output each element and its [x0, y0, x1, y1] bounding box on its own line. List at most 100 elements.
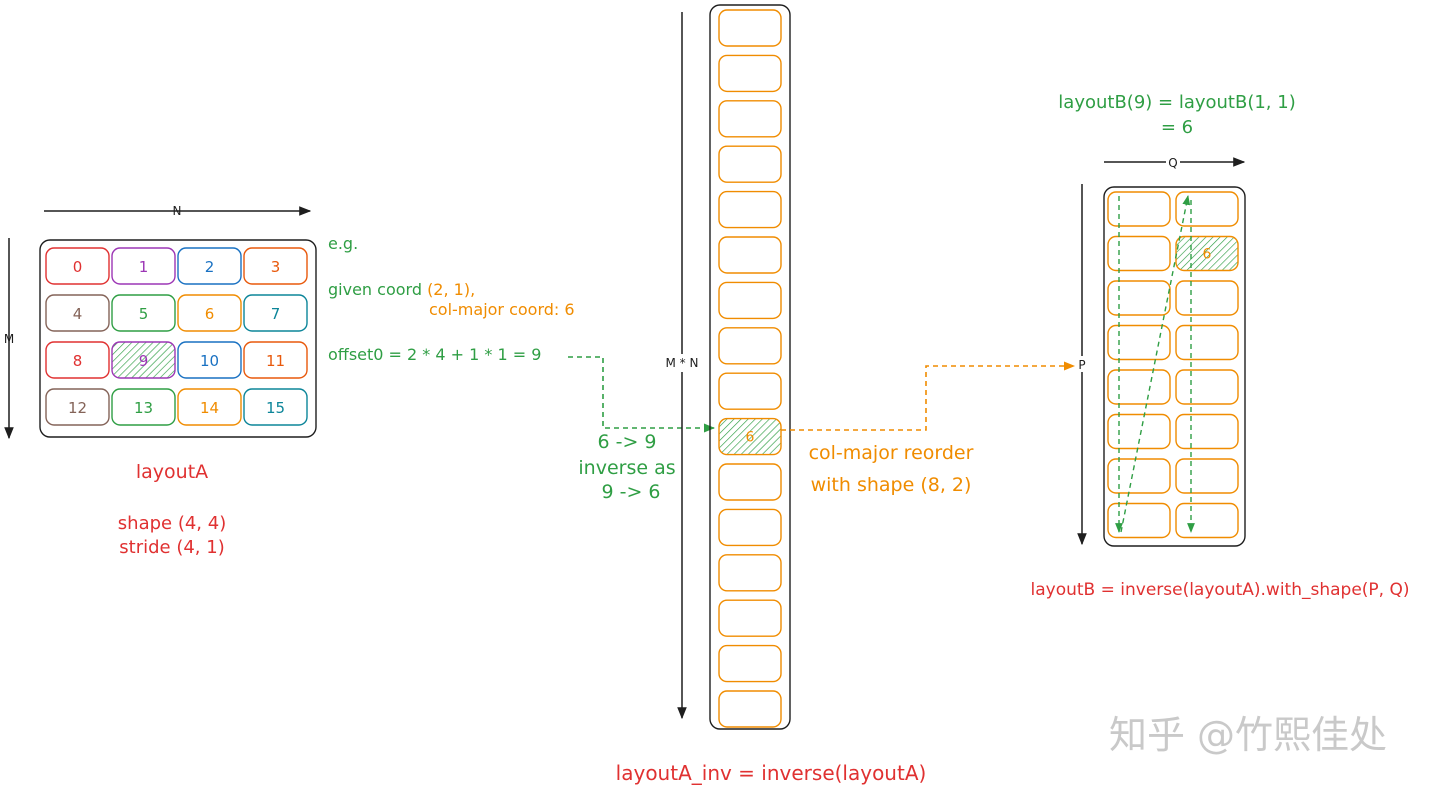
- layoutA-inv-cell-hatch: [719, 418, 781, 455]
- example-col-major: col-major coord: 6: [429, 300, 575, 319]
- layoutA-inv-cell-box: [718, 190, 782, 229]
- layoutA-cell-box: [243, 388, 308, 426]
- layoutA-cell-label: 15: [266, 399, 285, 417]
- layoutA-inv-cell-box: [718, 100, 782, 138]
- layoutA-cell-label: 11: [266, 352, 285, 370]
- layoutA-cell-label: 0: [73, 258, 83, 276]
- layoutB-cell-box: [1107, 458, 1171, 494]
- layoutA-inv-cell: [718, 599, 782, 637]
- layoutA-cell-box: [45, 247, 110, 285]
- layoutA-inv-cell: 6: [718, 417, 782, 456]
- layoutA-cell-label: 1: [139, 258, 149, 276]
- layoutA-inv-cell-box: [718, 417, 782, 456]
- layoutB-cell-box: [1107, 502, 1171, 539]
- layoutA-inv-cell: [718, 644, 782, 683]
- layoutB-cell: [1107, 191, 1171, 227]
- layoutA-title: layoutA: [136, 461, 208, 483]
- layoutB-p-label: P: [1078, 358, 1085, 372]
- layoutA-inv-cell-box: [718, 690, 782, 728]
- reorder-note-line1: col-major reorder: [809, 442, 974, 464]
- layoutA-cell-label: 8: [73, 352, 83, 370]
- layoutB-grid: 6: [1107, 191, 1239, 539]
- layoutB-cell-box: [1107, 369, 1171, 405]
- layoutA-cell-box: [45, 294, 110, 332]
- layoutB-cell-box: [1107, 324, 1171, 361]
- layoutA-inv-cell: [718, 9, 782, 47]
- layoutB-cell: 6: [1175, 235, 1239, 272]
- layoutA-cell: 7: [243, 294, 308, 332]
- layoutB-cell: [1175, 458, 1239, 494]
- layoutA-inv-cell: [718, 54, 782, 93]
- layoutB-cell-box: [1107, 413, 1171, 450]
- layoutA-shape: shape (4, 4): [118, 513, 226, 534]
- layoutA-frame: [39, 239, 317, 438]
- example-given-coord: (2, 1),: [427, 280, 475, 299]
- layoutA-inv-group: M * N 6 layoutA_inv = inverse(layoutA): [616, 4, 926, 785]
- layoutB-cell: [1107, 502, 1171, 539]
- layoutA-cell-box: [243, 294, 308, 332]
- layoutA-cell: 8: [45, 341, 110, 379]
- layoutA-cell: 14: [177, 388, 242, 426]
- layoutB-q-label: Q: [1168, 156, 1177, 170]
- layoutB-caption: layoutB = inverse(layoutA).with_shape(P,…: [1031, 580, 1410, 600]
- layoutB-jump-path: [1120, 195, 1191, 533]
- layoutB-cell: [1175, 413, 1239, 450]
- example-given-line: given coord (2, 1),: [328, 280, 475, 299]
- layoutB-group: layoutB(9) = layoutB(1, 1) = 6 Q P 6 lay…: [1031, 92, 1410, 600]
- layoutB-cell: [1107, 458, 1171, 494]
- layoutA-cell: 12: [45, 388, 110, 426]
- layoutA-inv-axis-label: M * N: [666, 356, 699, 370]
- example-given-prefix: given coord: [328, 280, 427, 299]
- layoutA-cell-box: [177, 247, 242, 285]
- layoutA-cell-label: 4: [73, 305, 83, 323]
- example-annotation: e.g. given coord (2, 1), col-major coord…: [328, 234, 575, 364]
- layoutA-cell-box: [111, 341, 176, 379]
- layoutA-inv-cell: [718, 372, 782, 410]
- inverse-note-line1: 6 -> 9: [597, 431, 656, 453]
- layoutA-cell-box: [243, 247, 308, 285]
- layoutB-cell: [1107, 235, 1171, 272]
- layoutA-cell-label: 5: [139, 305, 149, 323]
- layoutB-cell: [1107, 369, 1171, 405]
- layoutA-cell: 4: [45, 294, 110, 332]
- layoutA-inv-cell: [718, 508, 782, 547]
- layoutA-inv-cell-label: 6: [746, 430, 755, 446]
- inverse-note-line2: inverse as: [578, 457, 675, 479]
- layoutA-inv-cell: [718, 145, 782, 183]
- layoutB-frame: [1103, 186, 1246, 547]
- layoutA-cell-label: 6: [205, 305, 215, 323]
- layoutA-inv-cell-box: [718, 145, 782, 183]
- layoutA-n-label: N: [173, 204, 182, 218]
- layoutB-cell: [1175, 502, 1239, 539]
- layoutB-cell-box: [1175, 324, 1239, 361]
- inv-to-layoutB-arrow: [781, 361, 1076, 431]
- layoutB-cell-box: [1175, 280, 1239, 316]
- layoutA-cell-label: 3: [271, 258, 281, 276]
- layoutB-cell-box: [1175, 502, 1239, 539]
- layoutA-cell: 2: [177, 247, 242, 285]
- layoutA-inv-cell-box: [718, 9, 782, 47]
- layoutA-inv-cell: [718, 190, 782, 229]
- layoutA-cell: 3: [243, 247, 308, 285]
- layoutA-cell-box: [45, 341, 110, 379]
- layoutA-inv-cell-box: [718, 372, 782, 410]
- layoutA-inv-cell-box: [718, 554, 782, 592]
- layoutA-cell: 15: [243, 388, 308, 426]
- layoutB-cell-box: [1175, 369, 1239, 405]
- layoutA-inv-cell: [718, 554, 782, 592]
- layoutA-cell-label: 9: [139, 352, 149, 370]
- layoutA-cell-box: [177, 294, 242, 332]
- layoutA-cell-label: 7: [271, 305, 281, 323]
- layoutA-cell: 1: [111, 247, 176, 285]
- reorder-note: col-major reorder with shape (8, 2): [809, 442, 974, 496]
- layoutB-cell-box: [1175, 191, 1239, 227]
- inverse-note: 6 -> 9 inverse as 9 -> 6: [578, 431, 675, 503]
- layoutB-cell: [1107, 413, 1171, 450]
- layoutB-cell: [1175, 324, 1239, 361]
- layoutA-inv-cell-box: [718, 508, 782, 547]
- layoutA-cell: 9: [111, 341, 176, 379]
- layoutA-inv-cell-box: [718, 463, 782, 501]
- layoutA-cell-label: 13: [134, 399, 153, 417]
- layoutA-inv-cell: [718, 690, 782, 728]
